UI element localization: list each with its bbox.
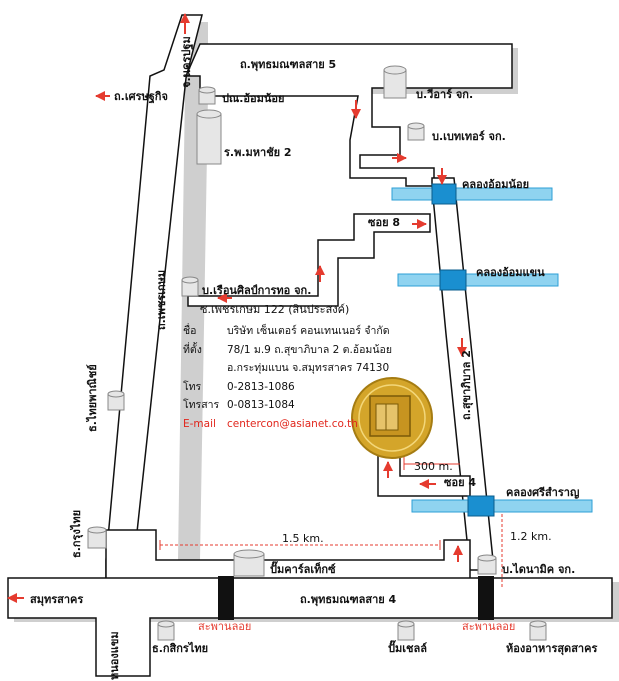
place-label-thai-phanit: ธ.ไทยพาณิชย์ [85,364,99,432]
soi8-road [187,213,431,307]
place-label-mahachai: ร.พ.มหาชัย 2 [224,146,292,159]
info-row-address-2: อ.กระทุ่มแบน จ.สมุทรสาคร 74130 [183,359,423,378]
place-label-caltex: ปั๊มคาร์ลเท็กซ์ [270,561,336,576]
phutthamonthon4-road [7,577,613,677]
canal-label-si-samran: คลองศรีสำราญ [506,486,579,499]
canals [391,183,593,517]
info-key-fax: โทรสาร [183,399,220,411]
place-label-ruean-sin: บ.เรือนศิลป์การทอ จก. [202,284,311,297]
info-row-address: ที่ตั้ง 78/1 ม.9 ถ.สุขาภิบาล 2 ต.อ้อมน้อ… [183,341,423,360]
place-label-sudsakorn: ห้องอาหารสุดสาคร [506,642,597,656]
place-label-vera: บ.วีอาร์ จก. [416,88,473,101]
direction-arrows [7,13,467,603]
distance-label-12km: 1.2 km. [510,530,552,543]
building-icon [477,554,497,575]
footbridge-right [478,576,494,620]
bridge-si-samran [467,495,495,517]
distance-markers [159,456,503,588]
place-label-om-noi: ปณ.อ้อมน้อย [222,92,284,105]
building-icon [87,526,107,549]
dir-label-nakhon-pathom: จ.นครปฐม [180,36,194,88]
canal-om-khaen [397,273,559,287]
building-icon [397,620,415,641]
building-icon [198,86,216,105]
road-label-phutthamonthon4: ถ.พุทธมณฑลสาย 4 [300,593,397,607]
canal-si-samran [411,499,593,513]
bridge-label-left: สะพานลอย [198,620,251,633]
distance-label-15km: 1.5 km. [282,532,324,545]
place-label-kasikorn-thai: ธ.กสิกรไทย [152,641,208,655]
road-label-soi8: ซอย 8 [368,216,400,229]
company-logo [351,377,433,459]
bridge-om-khaen [439,269,467,291]
road-label-phutthamonthon5: ถ.พุทธมณฑลสาย 5 [240,58,336,72]
info-row-fax: โทรสาร 0-0813-1084 [183,396,423,415]
building-icon [233,549,265,577]
distance-label-300m: 300 m. [414,460,453,473]
email-link[interactable]: centercon@asianet.co.th [227,417,358,430]
bridge-om-noi [431,183,457,205]
info-value-tel: 0-2813-1086 [227,380,295,393]
dir-label-setthakit: ถ.เศรษฐกิจ [114,90,168,104]
building-icons [87,65,547,641]
building-icon [196,109,222,165]
dir-label-samut-sakhon: สมุทรสาคร [30,593,83,607]
info-key-email: E-mail [183,417,216,430]
road-label-sukhaphiban2: ถ.สุขาภิบาล 2 [460,350,474,420]
building-icon [383,65,407,99]
info-key-name: ชื่อ [183,325,197,337]
building-icon [407,122,425,141]
canal-label-om-noi: คลองอ้อมน้อย [462,178,529,191]
building-icon [157,620,175,641]
info-row-email: E-mail centercon@asianet.co.th [183,415,423,434]
info-key-tel: โทร [183,380,202,393]
bridge-label-right: สะพานลอย [462,620,515,633]
phutthamonthon5-road [184,43,513,187]
info-value-name: บริษัท เซ็นเตอร์ คอนเทนเนอร์ จำกัด [227,325,390,337]
info-value-fax: 0-0813-1084 [227,399,295,411]
building-icon [529,620,547,641]
canal-label-om-khaen: คลองอ้อมแขน [476,266,545,279]
info-value-address-1: 78/1 ม.9 ถ.สุขาภิบาล 2 ต.อ้อมน้อย [227,343,392,356]
info-row-name: ชื่อ บริษัท เซ็นเตอร์ คอนเทนเนอร์ จำกัด [183,322,423,341]
road-label-phetkasem: ถ.เพชรเกษม [155,270,168,330]
place-label-dynamic: บ.ไดนามิค จก. [502,562,575,576]
footbridge-left [218,576,234,620]
building-icon [107,390,125,411]
info-row-tel: โทร 0-2813-1086 [183,378,423,397]
place-label-krung-thai: ธ.กรุงไทย [69,510,84,558]
place-label-shell: ปั๊มเชลล์ [388,640,427,655]
info-key-address: ที่ตั้ง [183,343,202,356]
road-label-soi4: ซอย 4 [444,476,476,489]
road-label-soi-phetkasem-122: ซ.เพชรเกษม 122 (สินประสงค์) [200,303,349,316]
map-labels: ถ.พุทธมณฑลสาย 5 ถ.พุทธมณฑลสาย 4 ซอย 8 ซอ… [30,36,597,680]
place-label-bakery: บ.เบทเทอร์ จก. [432,130,506,143]
dir-label-nong-khaem: หนองแขม [108,631,121,680]
building-icon [181,276,199,297]
info-value-address-2: อ.กระทุ่มแบน จ.สมุทรสาคร 74130 [227,362,390,374]
company-info: ชื่อ บริษัท เซ็นเตอร์ คอนเทนเนอร์ จำกัด … [183,322,423,433]
